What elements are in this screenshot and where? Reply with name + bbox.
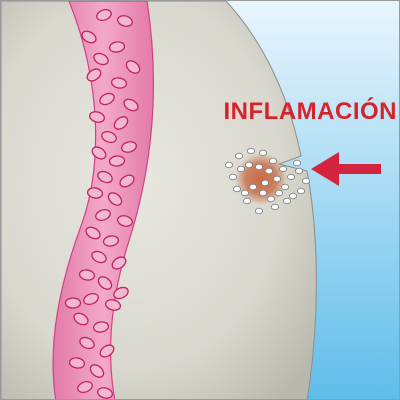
leukocyte: [280, 183, 289, 191]
leukocyte: [258, 149, 267, 157]
red-blood-cell: [107, 192, 123, 206]
arrow-left-icon: [311, 152, 381, 186]
leukocyte: [254, 163, 263, 171]
red-blood-cell: [97, 170, 113, 184]
leukocyte: [270, 203, 279, 211]
leukocyte: [264, 167, 273, 175]
leukocyte: [234, 152, 243, 160]
red-blood-cell: [73, 312, 89, 326]
inflammation-site: [224, 147, 310, 215]
leukocyte: [246, 147, 255, 155]
leukocyte: [224, 161, 233, 169]
red-blood-cell: [79, 336, 95, 350]
red-blood-cell: [123, 98, 139, 112]
red-blood-cell: [101, 130, 117, 144]
red-blood-cell: [116, 15, 134, 27]
red-blood-cell: [86, 187, 104, 199]
red-blood-cell: [83, 292, 99, 306]
leukocyte: [286, 173, 295, 181]
leukocyte: [266, 195, 275, 203]
red-blood-cell: [92, 321, 110, 333]
leukocyte: [301, 177, 310, 185]
red-blood-cell: [64, 297, 82, 309]
red-blood-cell: [120, 141, 138, 153]
red-blood-cell: [113, 286, 129, 300]
red-blood-cell: [77, 380, 93, 394]
red-blood-cell: [91, 146, 107, 160]
leukocyte: [278, 165, 287, 173]
leukocyte: [288, 192, 297, 200]
red-blood-cell: [95, 208, 111, 222]
red-blood-cell: [110, 77, 128, 89]
red-blood-cell: [108, 155, 126, 167]
leukocyte: [228, 173, 237, 181]
red-blood-cell: [68, 357, 86, 369]
red-blood-cell: [108, 41, 126, 53]
leukocyte: [232, 185, 241, 193]
red-blood-cell: [96, 387, 114, 399]
leukocyte: [272, 175, 281, 183]
red-blood-cell: [116, 215, 134, 227]
red-blood-cell: [102, 235, 120, 247]
leukocyte: [268, 157, 277, 165]
red-blood-cell: [86, 68, 102, 82]
red-blood-cell: [96, 8, 112, 22]
red-blood-cells: [64, 8, 141, 399]
leukocyte: [258, 189, 267, 197]
leukocyte: [248, 183, 257, 191]
red-blood-cell: [113, 116, 129, 130]
red-blood-cell: [119, 174, 135, 188]
leukocyte: [282, 197, 291, 205]
red-blood-cell: [104, 299, 122, 311]
leukocyte: [292, 159, 301, 167]
red-blood-cell: [91, 250, 107, 264]
leukocyte: [244, 161, 253, 169]
inflammation-label: INFLAMACIÓN: [224, 97, 397, 125]
leukocytes: [224, 147, 310, 215]
red-blood-cell: [111, 256, 127, 270]
red-blood-cell: [88, 111, 106, 123]
red-blood-cell: [97, 276, 113, 290]
leukocyte: [296, 187, 305, 195]
leukocyte: [240, 189, 249, 197]
red-blood-cell: [125, 60, 141, 74]
red-blood-cell: [78, 269, 96, 281]
red-blood-cell: [99, 92, 115, 106]
red-blood-cell: [85, 226, 101, 240]
leukocyte: [274, 189, 283, 197]
leukocyte: [254, 207, 263, 215]
red-blood-cell: [89, 364, 105, 378]
leukocyte: [236, 165, 245, 173]
leukocyte: [294, 167, 303, 175]
red-blood-cell: [99, 344, 115, 358]
red-blood-cell: [93, 52, 109, 66]
leukocyte: [260, 179, 269, 187]
red-blood-cell: [81, 30, 97, 44]
leukocyte: [242, 197, 251, 205]
